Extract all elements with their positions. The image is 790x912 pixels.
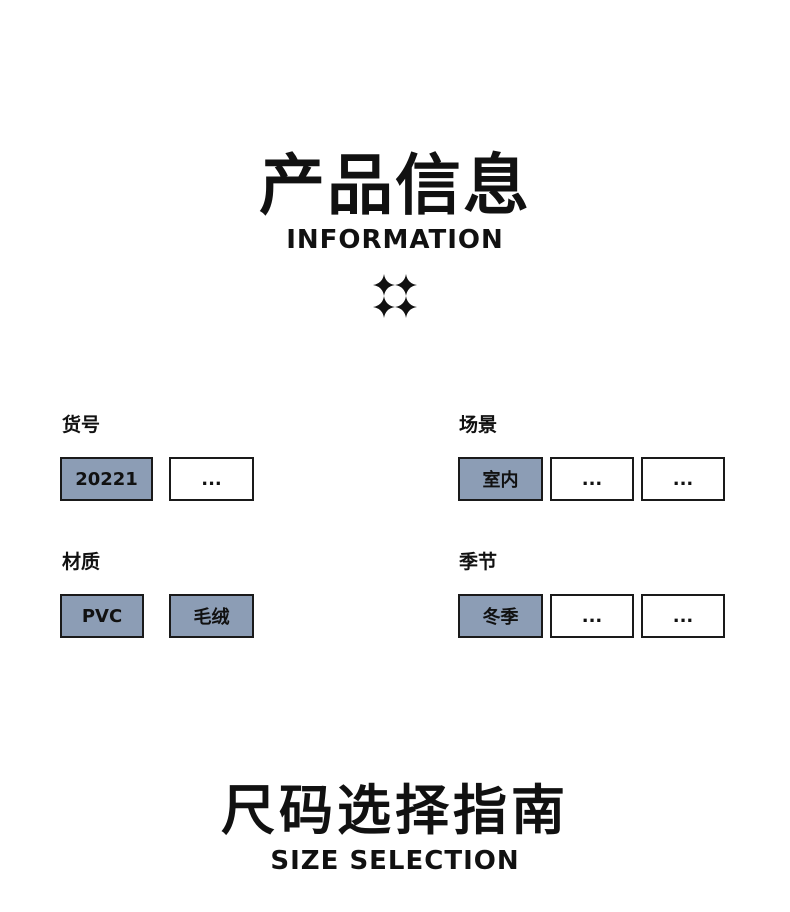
item-number-option-20221[interactable]: 20221 [60,457,153,501]
size-selection-title-en: SIZE SELECTION [270,846,520,876]
season-option-winter[interactable]: 冬季 [458,594,543,638]
information-title-cn: 产品信息 [259,147,531,224]
season-label: 季节 [459,551,498,573]
scene-option-indoor[interactable]: 室内 [458,457,543,501]
scene-option-more-1[interactable]: ... [550,457,634,501]
material-option-plush[interactable]: 毛绒 [169,594,254,638]
material-option-pvc[interactable]: PVC [60,594,144,638]
item-number-label: 货号 [62,414,101,436]
size-selection-title-cn: 尺码选择指南 [221,779,569,842]
season-option-more-1[interactable]: ... [550,594,634,638]
scene-option-more-2[interactable]: ... [641,457,725,501]
information-title-en: INFORMATION [286,225,504,255]
season-option-more-2[interactable]: ... [641,594,725,638]
item-number-option-more[interactable]: ... [169,457,254,501]
four-sparkles-icon [373,274,417,318]
scene-label: 场景 [459,414,498,436]
material-label: 材质 [62,551,101,573]
